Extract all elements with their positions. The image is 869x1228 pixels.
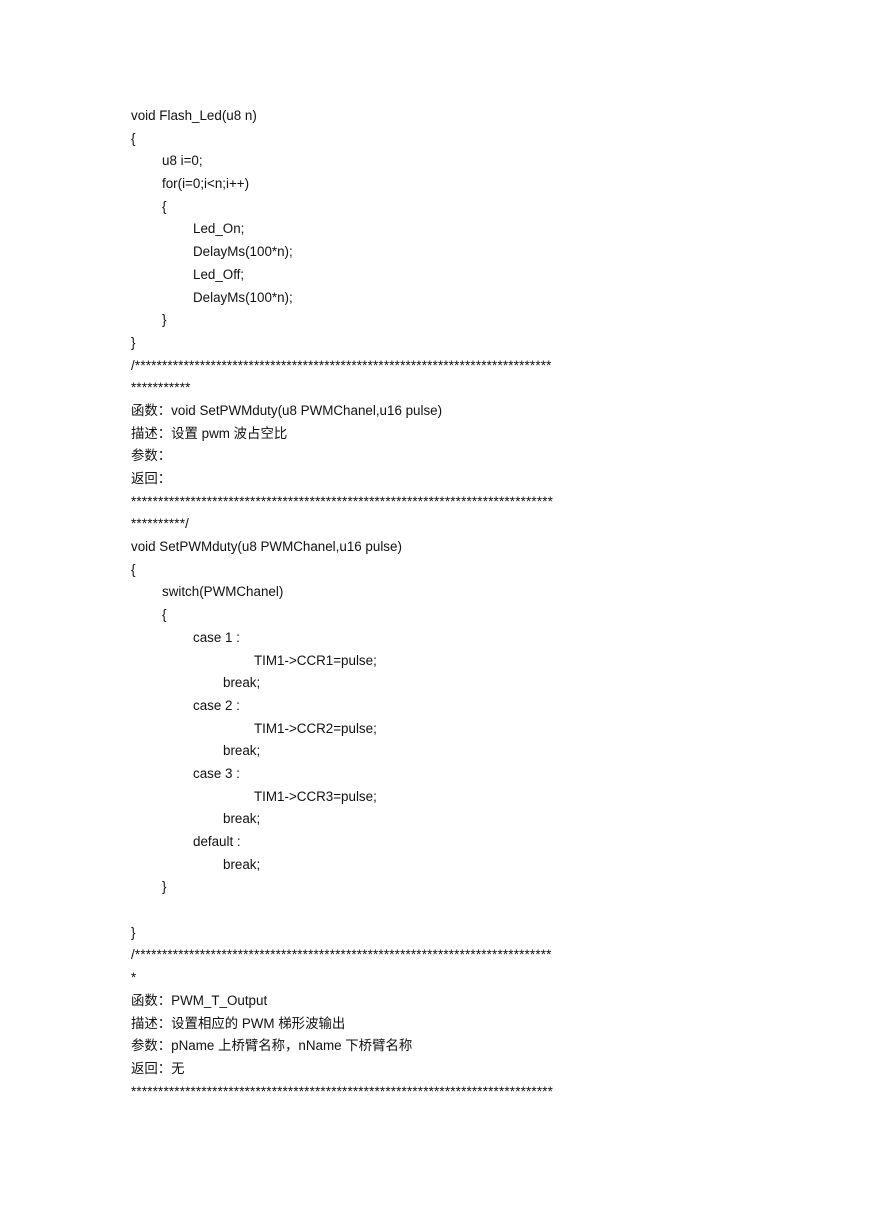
code-line: 返回：	[131, 471, 172, 486]
code-line: Led_Off;	[193, 266, 245, 282]
code-line: break;	[223, 675, 261, 691]
code-line: case 3 :	[193, 765, 240, 781]
code-line: 描述：设置 pwm 波占空比	[131, 425, 288, 441]
code-line: ****************************************…	[131, 493, 554, 509]
code-line: for(i=0;i<n;i++)	[162, 176, 250, 192]
code-line: break;	[223, 856, 261, 872]
code-line: 描述：设置相应的 PWM 梯形波输出	[131, 1015, 346, 1031]
code-listing: void Flash_Led(u8 n) { u8 i=0; for(i=0;i<n;…	[131, 105, 741, 1103]
code-line: 参数：	[131, 448, 172, 464]
code-line: DelayMs(100*n);	[193, 289, 293, 305]
code-line: TIM1->CCR1=pulse;	[254, 652, 377, 668]
code-line: 函数：PWM_T_Output	[131, 992, 268, 1008]
code-line: case 2 :	[193, 697, 240, 713]
code-line: ***********	[131, 380, 191, 396]
code-line: void Flash_Led(u8 n)	[131, 108, 257, 123]
code-line: break;	[223, 743, 261, 759]
code-line: **********/	[131, 516, 190, 532]
code-line: }	[162, 879, 167, 895]
code-line: {	[131, 130, 136, 146]
code-line: }	[131, 334, 136, 350]
code-line: switch(PWMChanel)	[162, 584, 284, 600]
code-line: 函数：void SetPWMduty(u8 PWMChanel,u16 puls…	[131, 402, 443, 418]
code-line: ****************************************…	[131, 1083, 554, 1099]
code-line: void SetPWMduty(u8 PWMChanel,u16 pulse)	[131, 539, 402, 555]
code-line: case 1 :	[193, 629, 240, 645]
code-line: TIM1->CCR2=pulse;	[254, 720, 377, 736]
code-line: {	[131, 561, 136, 577]
code-line: default :	[193, 834, 241, 849]
code-line: }	[162, 312, 167, 328]
code-line: DelayMs(100*n);	[193, 244, 293, 260]
code-line: break;	[223, 811, 261, 827]
code-line: /***************************************…	[131, 947, 552, 963]
code-line	[131, 899, 741, 922]
code-line: /***************************************…	[131, 357, 552, 373]
code-line: {	[162, 198, 167, 214]
code-line: 参数：pName 上桥臂名称，nName 下桥臂名称	[131, 1038, 413, 1054]
code-line: }	[131, 924, 136, 940]
code-line: {	[162, 607, 167, 623]
code-line: u8 i=0;	[162, 153, 203, 169]
code-line: 返回：无	[131, 1060, 185, 1076]
code-line: Led_On;	[193, 221, 245, 237]
code-line: *	[131, 970, 137, 986]
code-line: TIM1->CCR3=pulse;	[254, 788, 377, 804]
